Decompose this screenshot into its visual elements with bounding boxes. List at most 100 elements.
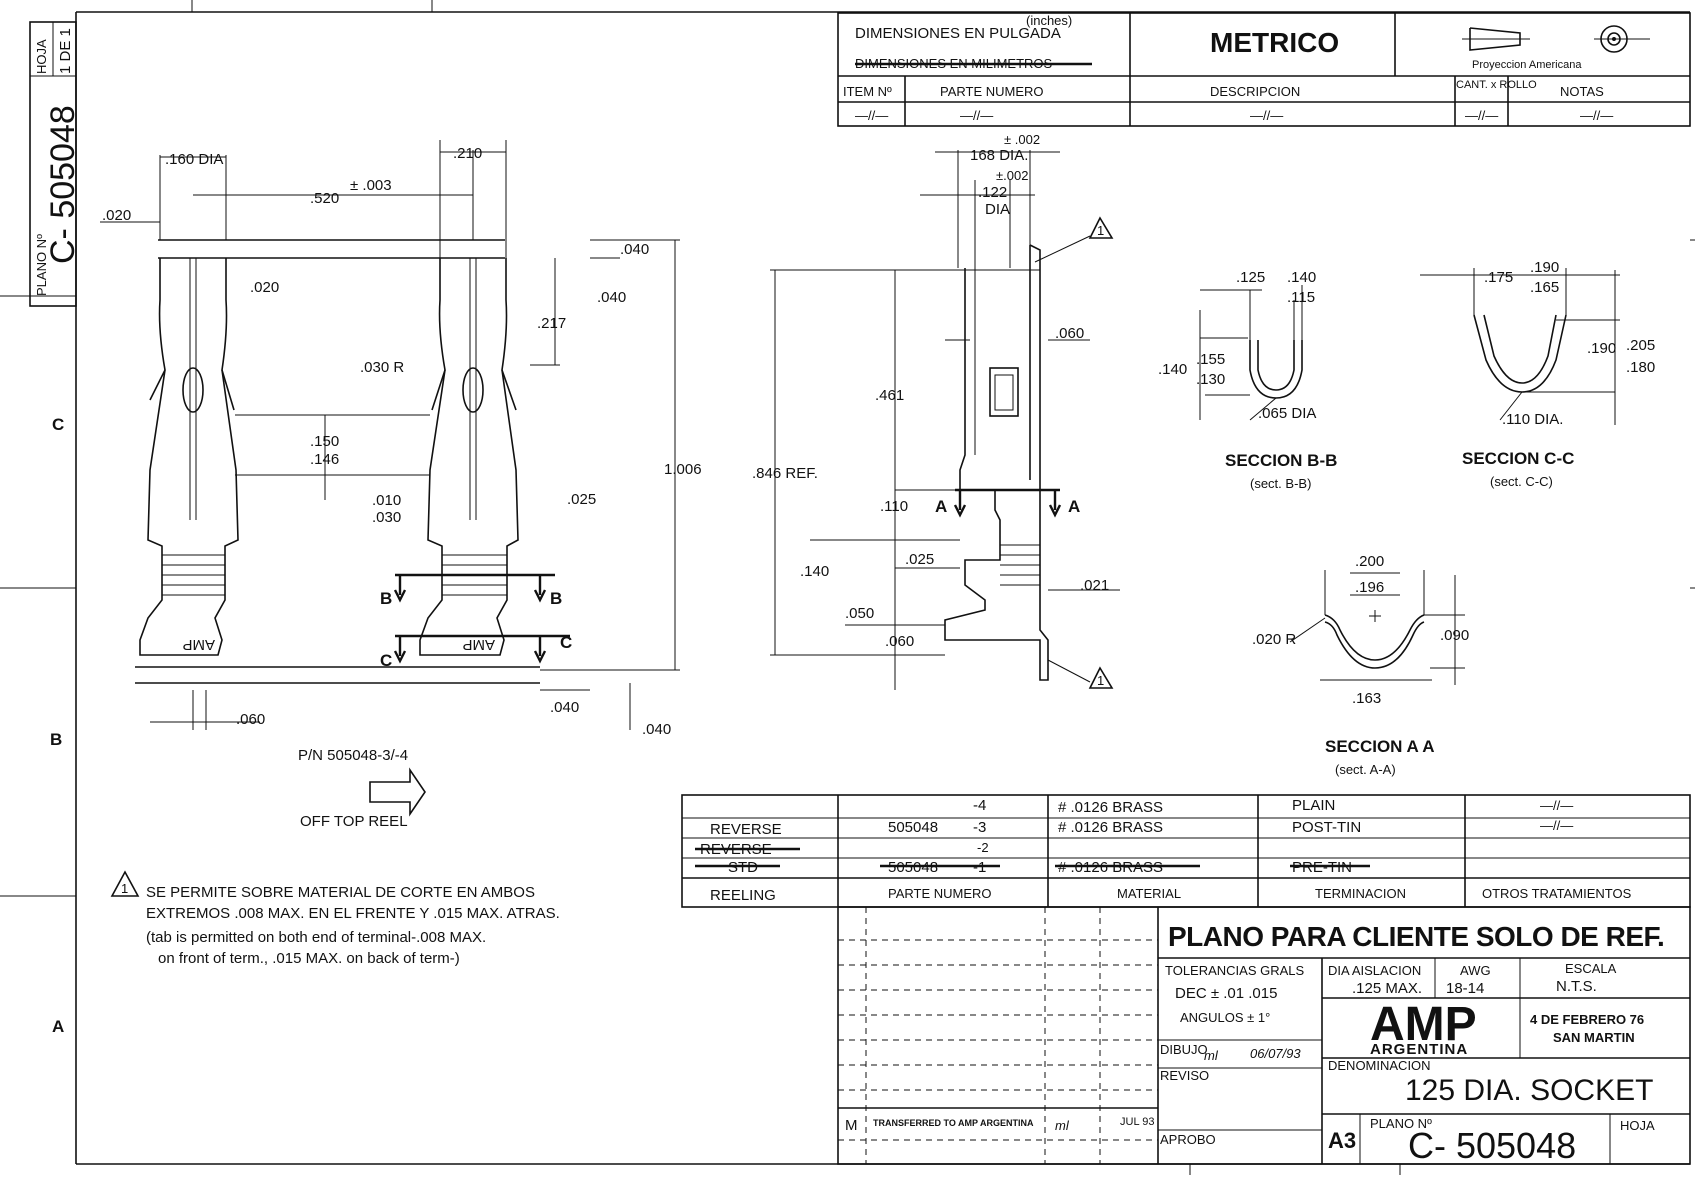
row-mark-desc: —//— [1250,108,1283,123]
side-dim-dia: DIA [985,201,1010,218]
dim-040-d: .040 [642,721,671,738]
parts-row1-term: PLAIN [1292,797,1335,814]
dim-040-c: .040 [550,699,579,716]
cc-dim-190: .190 [1530,259,1559,276]
dim-060: .060 [236,711,265,728]
tb-part-name: 125 DIA. SOCKET [1405,1074,1653,1107]
cut-b-left: B [380,589,392,608]
tb-awg-label: AWG [1460,963,1491,978]
title-block-grid [837,906,1691,1165]
parts-footer-terminacion: TERMINACION [1315,886,1406,901]
proyeccion-label: Proyeccion Americana [1472,59,1582,71]
tb-escala-value: N.T.S. [1556,978,1597,995]
parts-row1-material: # .0126 BRASS [1058,799,1163,816]
side-dim-060: .060 [1055,325,1084,342]
front-view-drawing [100,140,680,730]
parts-row1-desc: REVERSE [710,821,782,838]
parts-row4-term: PRE-TIN [1292,859,1352,876]
cut-a-right: A [1068,497,1080,516]
section-cc-drawing [1420,268,1620,425]
parts-row4-dash: -1 [973,859,986,876]
side-note-marker-bottom: 1 [1097,673,1104,688]
parts-row2-term: POST-TIN [1292,819,1361,836]
tb-dec: DEC ± .01 .015 [1175,985,1277,1002]
col-parte: PARTE NUMERO [940,84,1044,99]
dim-030: .030 [372,509,401,526]
row-mark-notas: —//— [1580,108,1613,123]
dimensiones-pulgada: DIMENSIONES EN PULGADA [855,25,1061,42]
side-plano-number: C- 505048 [44,105,82,264]
cc-sub: (sect. C-C) [1490,474,1553,489]
tb-angulos: ANGULOS ± 1° [1180,1010,1270,1025]
dim-010: .010 [372,492,401,509]
aa-sub: (sect. A-A) [1335,762,1396,777]
aa-dim-020r: .020 R [1252,631,1296,648]
dim-020-a: .020 [102,207,131,224]
aa-dim-200: .200 [1355,553,1384,570]
col-cant: CANT. x ROLLO [1456,79,1537,91]
parts-row4-parte: 505048 [888,859,938,876]
tb-place: SAN MARTIN [1553,1030,1635,1045]
dim-020-b: .020 [250,279,279,296]
tb-dibujo-sign: ml [1204,1048,1219,1063]
parts-footer-otros: OTROS TRATAMIENTOS [1482,886,1632,901]
side-dim-050: .050 [845,605,874,622]
parts-footer-material: MATERIAL [1117,886,1181,901]
tb-rev-letter: M [845,1117,858,1134]
parts-row1-otros: —//— [1540,798,1573,813]
parts-row4-desc: STD [728,859,758,876]
bb-dim-125: .125 [1236,269,1265,286]
col-item: ITEM Nº [843,84,892,99]
inches-label: (inches) [1026,13,1072,28]
cut-b-right: B [550,589,562,608]
side-hoja-value: 1 DE 1 [57,28,74,74]
aa-dim-163: .163 [1352,690,1381,707]
cut-c-right: C [560,633,572,652]
bb-dim-115: .115 [1287,289,1315,306]
dim-150: .150 [310,433,339,450]
cc-title: SECCION C-C [1462,449,1574,468]
tb-awg-value: 18-14 [1446,980,1484,997]
tb-rev-text: TRANSFERRED TO AMP ARGENTINA [873,1118,1034,1128]
note1-en-line2: on front of term., .015 MAX. on back of … [158,950,460,967]
cut-c-left: C [380,651,392,670]
dim-160-dia: .160 DIA [165,151,223,168]
plano-side-box [29,21,77,307]
bb-dim-130: .130 [1196,371,1225,388]
side-dim-025: .025 [905,551,934,568]
dim-040-a: .040 [620,241,649,258]
row-mark-parte: —//— [960,108,993,123]
dim-040-b: .040 [597,289,626,306]
side-dim-122-tol: ±.002 [996,168,1028,183]
side-dim-461: .461 [875,387,904,404]
row-letter-b: B [50,730,62,749]
tb-size: A3 [1328,1128,1356,1153]
tb-plano-label: PLANO Nº [1370,1116,1432,1131]
dim-025: .025 [567,491,596,508]
aa-title: SECCION A A [1325,737,1435,756]
projection-symbol-icon [1462,25,1650,53]
tb-reviso: REVISO [1160,1068,1209,1083]
tb-dia-aislacion-label: DIA AISLACION [1328,963,1421,978]
cc-dim-205: .205 [1626,337,1655,354]
cc-dim-190v: .190 [1587,340,1616,357]
parts-row2-dash: -3 [973,819,986,836]
tb-plano-cliente: PLANO PARA CLIENTE SOLO DE REF. [1168,921,1664,952]
parts-row1-dash: -4 [973,797,986,814]
tb-tolerancias: TOLERANCIAS GRALS [1165,963,1305,978]
tb-dia-aislacion-value: .125 MAX. [1352,980,1422,997]
side-dim-060b: .060 [885,633,914,650]
dim-520: .520 [310,190,339,207]
dim-1006: 1.006 [664,461,702,478]
front-logo-right: AMP [462,636,495,653]
tb-rev-sign: ml [1055,1118,1070,1133]
parts-row4-material: # .0126 BRASS [1058,859,1163,876]
metrico-label: METRICO [1210,27,1339,58]
parts-row2-parte: 505048 [888,819,938,836]
dim-146: .146 [310,451,339,468]
cc-dim-110: .110 DIA. [1502,411,1563,428]
bb-sub: (sect. B-B) [1250,476,1311,491]
tb-escala-label: ESCALA [1565,961,1617,976]
side-note-marker-top: 1 [1097,223,1104,238]
tb-dibujo: DIBUJO [1160,1042,1208,1057]
